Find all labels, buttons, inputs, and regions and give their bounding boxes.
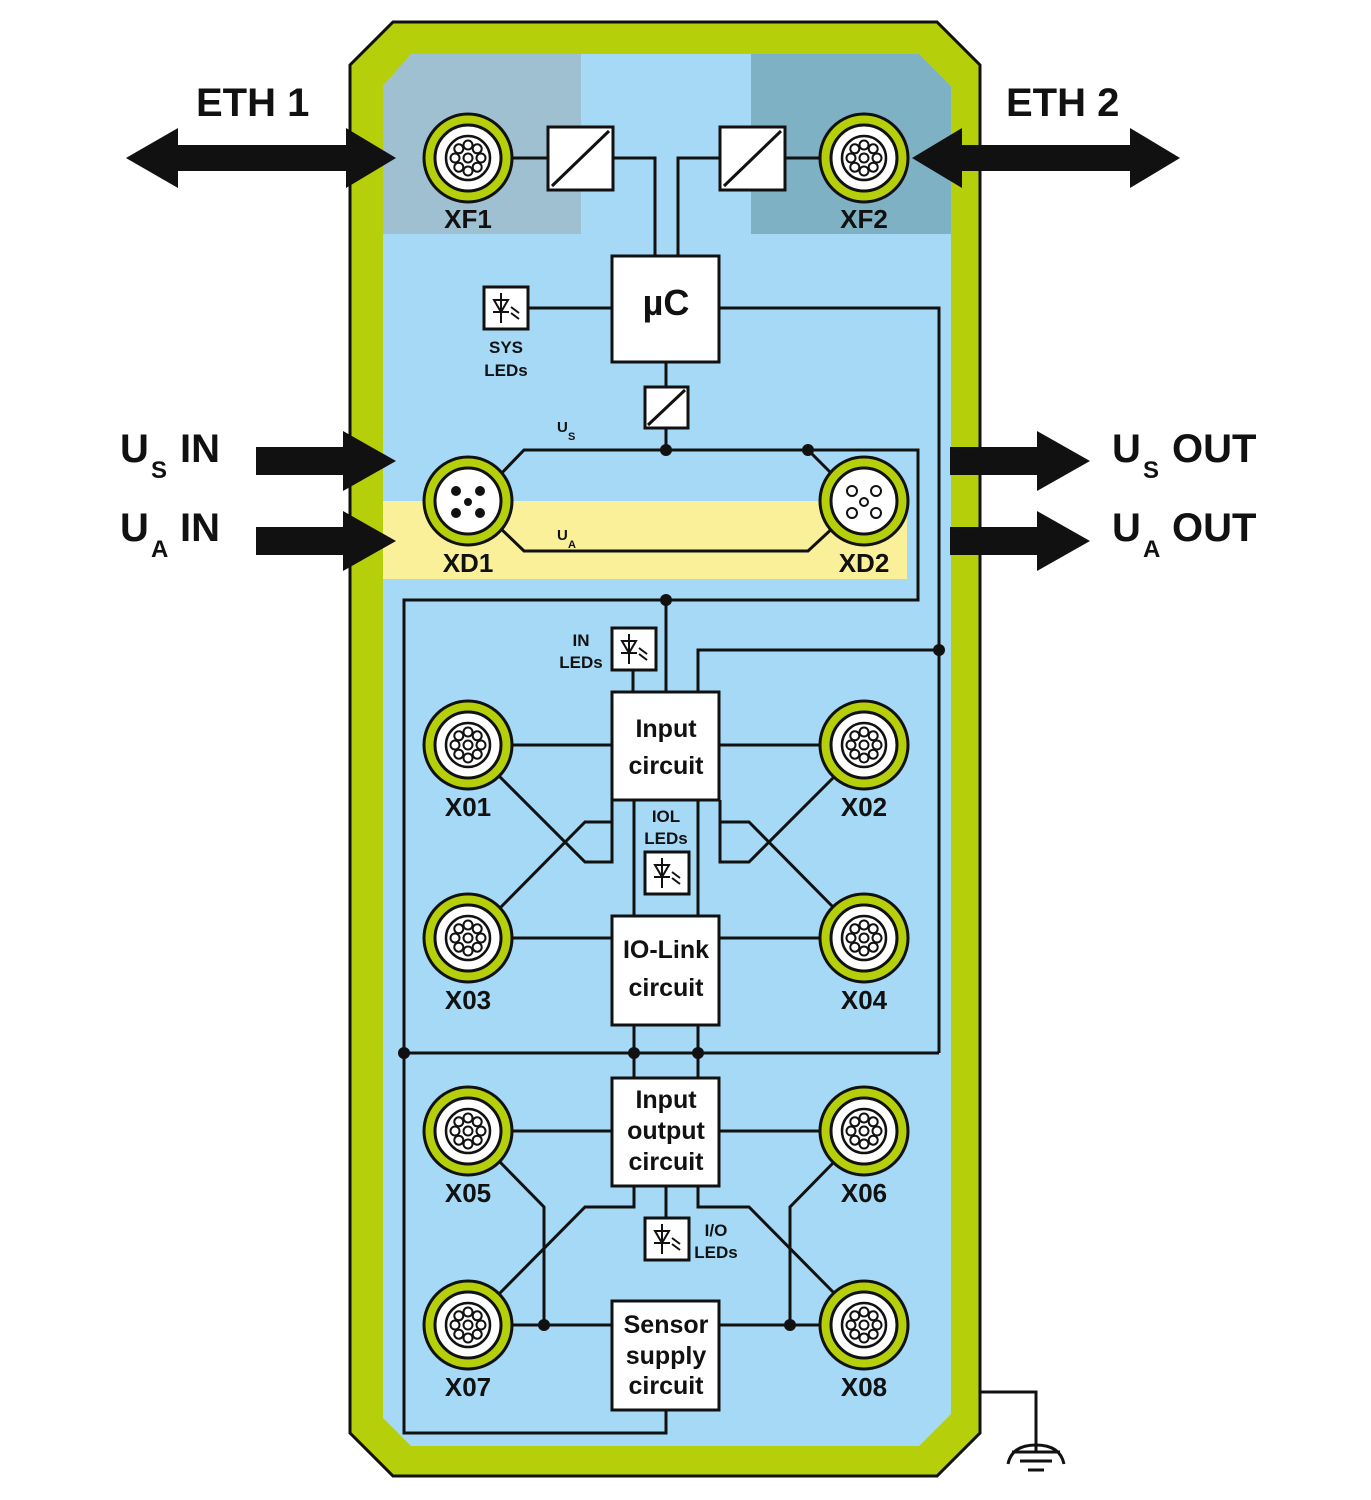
- sensor-supply-circuit-block: Sensor supply circuit: [610, 1299, 721, 1412]
- sys-led-label-2: LEDs: [484, 361, 527, 380]
- eth2-label: ETH 2: [1006, 81, 1119, 125]
- svg-text:U: U: [120, 427, 149, 471]
- svg-text:output: output: [627, 1117, 705, 1145]
- svg-text:OUT: OUT: [1172, 427, 1256, 471]
- svg-text:Sensor: Sensor: [624, 1311, 709, 1339]
- in-led-label-1: IN: [573, 631, 590, 650]
- x03-label: X03: [445, 985, 491, 1015]
- sys-led-label-1: SYS: [489, 338, 523, 357]
- svg-text:S: S: [1143, 457, 1159, 484]
- xd2-label: XD2: [839, 548, 890, 578]
- svg-text:supply: supply: [626, 1342, 707, 1370]
- xd1-connector-icon: [422, 455, 514, 547]
- us-in-arrow-icon: [256, 431, 396, 491]
- ua-rail-label: U A: [557, 527, 576, 551]
- x03-connector-icon: [422, 892, 514, 984]
- iolink-circuit-block: IO-Link circuit: [610, 914, 721, 1027]
- xf2-connector-icon: [818, 112, 910, 204]
- input-output-circuit-block: Input output circuit: [610, 1076, 721, 1188]
- wiring: [402, 156, 1038, 1452]
- svg-text:A: A: [151, 536, 168, 563]
- isolation-block-icon: [718, 125, 787, 192]
- ua-out-arrow-icon: [950, 511, 1090, 571]
- x04-label: X04: [841, 985, 888, 1015]
- xf1-connector-icon: [422, 112, 514, 204]
- xf2-label: XF2: [840, 204, 888, 234]
- svg-text:IN: IN: [180, 427, 220, 471]
- external-arrows: [126, 128, 1180, 571]
- in-led-label-2: LEDs: [559, 653, 602, 672]
- svg-text:U: U: [1112, 427, 1141, 471]
- svg-text:U: U: [557, 419, 568, 436]
- svg-text:S: S: [151, 457, 167, 484]
- svg-text:S: S: [568, 431, 575, 443]
- eth1-arrow-icon: [126, 128, 396, 188]
- x05-connector-icon: [422, 1085, 514, 1177]
- ua-in-arrow-icon: [256, 511, 396, 571]
- ua-in-label: U A IN: [120, 506, 220, 563]
- svg-text:A: A: [568, 539, 576, 551]
- sys-led-icon: [482, 285, 530, 331]
- svg-text:circuit: circuit: [628, 974, 704, 1002]
- isolation-block-icon: [643, 385, 690, 430]
- us-out-label: U S OUT: [1112, 427, 1256, 484]
- x02-label: X02: [841, 792, 887, 822]
- svg-text:A: A: [1143, 536, 1160, 563]
- svg-text:U: U: [557, 527, 568, 544]
- x06-connector-icon: [818, 1085, 910, 1177]
- junction-dots: [398, 444, 945, 1331]
- x08-label: X08: [841, 1372, 887, 1402]
- svg-text:circuit: circuit: [628, 1372, 704, 1400]
- x07-label: X07: [445, 1372, 491, 1402]
- xf1-label: XF1: [444, 204, 492, 234]
- us-in-label: U S IN: [120, 427, 220, 484]
- iol-led-icon: [643, 850, 691, 896]
- iol-led-label-2: LEDs: [644, 829, 687, 848]
- us-out-arrow-icon: [950, 431, 1090, 491]
- isolation-block-icon: [546, 125, 615, 192]
- x06-label: X06: [841, 1178, 887, 1208]
- svg-text:IN: IN: [180, 506, 220, 550]
- svg-text:Input: Input: [635, 715, 697, 743]
- io-led-label-2: LEDs: [694, 1243, 737, 1262]
- svg-text:OUT: OUT: [1172, 506, 1256, 550]
- xd1-label: XD1: [443, 548, 494, 578]
- svg-text:U: U: [1112, 506, 1141, 550]
- svg-text:µC: µC: [643, 282, 690, 323]
- in-led-icon: [610, 626, 658, 672]
- svg-text:IO-Link: IO-Link: [623, 936, 709, 964]
- io-led-icon: [643, 1216, 691, 1262]
- x04-connector-icon: [818, 892, 910, 984]
- us-rail-label: U S: [557, 419, 575, 443]
- ua-out-label: U A OUT: [1112, 506, 1256, 563]
- x01-connector-icon: [422, 699, 514, 791]
- input-circuit-block: Input circuit: [610, 690, 721, 802]
- iol-led-label-1: IOL: [652, 807, 680, 826]
- eth1-label: ETH 1: [196, 81, 309, 125]
- svg-text:circuit: circuit: [628, 752, 704, 780]
- x05-label: X05: [445, 1178, 491, 1208]
- eth2-arrow-icon: [912, 128, 1180, 188]
- x08-connector-icon: [818, 1279, 910, 1371]
- x01-label: X01: [445, 792, 491, 822]
- microcontroller-block: µC: [610, 254, 721, 364]
- x07-connector-icon: [422, 1279, 514, 1371]
- svg-text:circuit: circuit: [628, 1148, 704, 1176]
- svg-text:Input: Input: [635, 1086, 697, 1114]
- io-led-label-1: I/O: [705, 1221, 728, 1240]
- svg-text:U: U: [120, 506, 149, 550]
- x02-connector-icon: [818, 699, 910, 791]
- xd2-connector-icon: [818, 455, 910, 547]
- ground-symbol-icon: [1006, 1443, 1066, 1472]
